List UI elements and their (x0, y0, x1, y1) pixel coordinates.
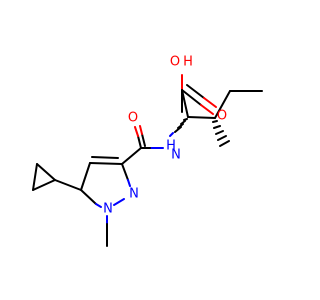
bond-c-o-double-1 (181, 89, 202, 106)
bond-n1-n2-a (113, 198, 125, 206)
bond-c-o-double-1b (200, 104, 214, 115)
bond-c3-n2-b (127, 179, 131, 187)
atom-pyrazole-n1: N (103, 202, 113, 217)
bond-c3-n2-a (121, 163, 129, 181)
atom-amide-n: N (171, 148, 181, 163)
atom-hydroxyl-o: O (170, 55, 180, 70)
atom-hydroxyl-h: H (183, 55, 193, 70)
atom-pyrazole-n2: N (129, 187, 139, 202)
bond-amide-pyrazole (121, 147, 142, 165)
bond-amide-c-o-a (137, 135, 142, 149)
bond-c3-c4-double (91, 156, 119, 159)
atom-amide-carbonyl-o: O (128, 111, 138, 126)
bond-amide-c-o-double-a (141, 133, 146, 147)
bond-cp-1 (36, 163, 56, 181)
bond-amide-c-o-b (134, 126, 139, 137)
bond-cp-2 (32, 163, 38, 191)
bond-amide-c-o-double-b (139, 125, 143, 135)
bond-c4-c5 (80, 162, 91, 191)
hashed-bond-alpha-n (174, 118, 188, 133)
bond-alpha-n-tail (169, 132, 174, 137)
bond-c5-n1-b (95, 203, 102, 208)
molecule-diagram: O H O H N O N N (32, 54, 263, 247)
bond-c3-c4 (89, 162, 123, 165)
bond-c5-cyclopropyl (54, 179, 82, 191)
bond-alpha-beta (187, 116, 216, 119)
hashed-bond-beta-methyl (212, 120, 230, 147)
bond-c-o-double-2b (203, 97, 217, 108)
bond-c-o-double-2 (186, 84, 205, 99)
atom-amide-h: H (166, 139, 176, 154)
atom-acid-carbonyl-o: O (217, 109, 227, 124)
bond-c5-n1-a (80, 189, 97, 205)
bond-cp-3 (32, 179, 56, 191)
structure-svg: O H O H N O N N (32, 55, 263, 247)
bond-carboxyl-alpha (181, 89, 189, 118)
bond-beta-ch2 (214, 90, 231, 119)
